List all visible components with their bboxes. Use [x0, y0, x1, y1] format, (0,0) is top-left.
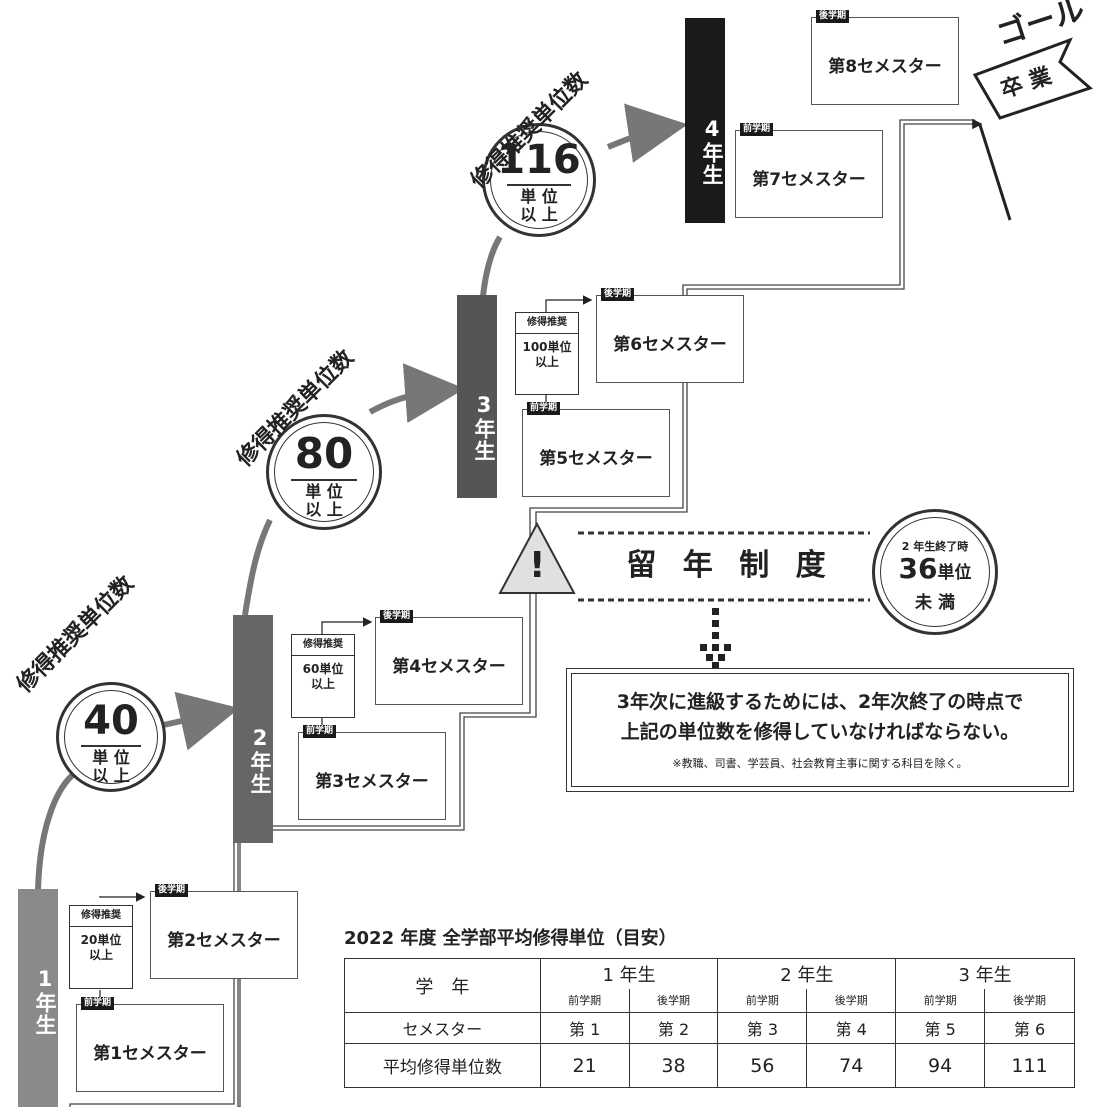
semester-8-box: 後学期 第8セメスター	[811, 10, 959, 105]
progress-path	[35, 767, 82, 891]
year-label-3: 3年生	[472, 393, 496, 462]
progress-path-2	[242, 518, 273, 616]
milestone-value-80: 80	[294, 429, 354, 478]
row-label-semester: セメスター	[344, 1012, 541, 1044]
semester-6-label: 第6セメスター	[613, 335, 727, 355]
milestone-value-116: 116	[497, 137, 581, 183]
milestone-ring-80: 80 単 位以 上	[266, 414, 382, 530]
recommend-value-100: 100単位 以上	[522, 340, 572, 369]
recommend-value-60: 60単位 以上	[302, 662, 344, 691]
header-grade: 学 年	[344, 958, 541, 1013]
recommend-box-20: 修得推奨 20単位 以上	[69, 905, 133, 989]
goal-flag-icon	[972, 37, 1093, 221]
average-credits-table: 学 年 1 年生 2 年生 3 年生 前学期 後学期 前学期 後学期 前学期 後…	[344, 958, 1075, 1088]
semester-cell: 第 1	[539, 1012, 630, 1044]
header-year-1: 1 年生	[539, 958, 719, 989]
header-term: 後学期	[984, 988, 1075, 1013]
staircase-outer	[69, 119, 975, 1107]
down-arrow-icon	[700, 608, 731, 669]
semester-cell: 第 2	[628, 1012, 719, 1044]
term-tag-second: 後学期	[816, 10, 850, 23]
semester-cell: 第 6	[984, 1012, 1075, 1044]
header-year-2: 2 年生	[717, 958, 897, 989]
progress-arrow-2	[368, 363, 465, 424]
recommend-value-20: 20単位 以上	[80, 933, 122, 962]
retention-note-box: 3年次に進級するためには、2年次終了の時点で 上記の単位数を修得していなければな…	[566, 668, 1074, 792]
recommend-box-100: 修得推奨 100単位 以上	[515, 312, 579, 395]
semester-3-label: 第3セメスター	[315, 772, 429, 792]
milestone-ring-40: 40 単 位以 上	[56, 682, 166, 792]
year-label-2: 2年生	[248, 725, 272, 795]
milestone-unit-80: 単 位以 上	[305, 482, 343, 519]
recommend-label: 修得推奨	[292, 635, 354, 656]
term-tag-first: 前学期	[81, 997, 115, 1010]
semester-2-label: 第2セメスター	[167, 931, 281, 951]
milestone-ring-116: 116 単 位以 上	[482, 123, 596, 237]
retention-note-line1: 3年次に進級するためには、2年次終了の時点で	[616, 691, 1024, 713]
semester-7-box: 前学期 第7セメスター	[735, 123, 883, 218]
recommend-box-60: 修得推奨 60単位 以上	[291, 634, 355, 718]
semester-7-label: 第7セメスター	[752, 170, 866, 190]
year-bar-3: 3年生	[457, 295, 497, 498]
average-cell: 56	[717, 1043, 808, 1088]
warning-mark: !	[529, 545, 546, 586]
recommend-label: 修得推奨	[516, 313, 578, 334]
milestone-value-40: 40	[83, 698, 139, 744]
average-cell: 21	[539, 1043, 630, 1088]
progress-arrow-3	[606, 103, 688, 163]
semester-5-box: 前学期 第5セメスター	[522, 402, 670, 497]
semester-cell: 第 3	[717, 1012, 808, 1044]
term-tag-second: 後学期	[155, 884, 189, 897]
header-term: 前学期	[717, 988, 808, 1013]
term-tag-first: 前学期	[303, 725, 337, 738]
semester-4-label: 第4セメスター	[392, 657, 506, 677]
year-bar-4: 4年生	[685, 18, 725, 223]
semester-8-label: 第8セメスター	[828, 57, 942, 77]
milestone-unit-116: 単 位以 上	[520, 187, 558, 224]
year-label-1: 1年生	[33, 966, 57, 1036]
retention-badge-top: 2 年生終了時	[901, 540, 969, 553]
header-term: 前学期	[895, 988, 986, 1013]
hazard-stripes	[578, 531, 870, 602]
year-bar-1: 1年生	[18, 889, 58, 1107]
semester-6-box: 後学期 第6セメスター	[596, 288, 744, 383]
recommend-label: 修得推奨	[70, 906, 132, 927]
retention-badge-unit: 単位	[937, 563, 972, 583]
retention-title: 留 年 制 度	[626, 548, 834, 583]
header-term: 後学期	[628, 988, 719, 1013]
milestone-unit-40: 単 位以 上	[92, 748, 130, 785]
term-tag-second: 後学期	[601, 288, 635, 301]
year-label-4: 4年生	[700, 117, 724, 186]
row-label-average: 平均修得単位数	[344, 1043, 541, 1088]
average-cell: 94	[895, 1043, 986, 1088]
term-tag-second: 後学期	[380, 610, 414, 623]
average-cell: 74	[806, 1043, 897, 1088]
retention-badge-bottom: 未 満	[915, 593, 955, 613]
semester-cell: 第 4	[806, 1012, 897, 1044]
year-bar-2: 2年生	[233, 615, 273, 843]
header-term: 後学期	[806, 988, 897, 1013]
term-tag-first: 前学期	[527, 402, 561, 415]
warning-triangle	[498, 521, 576, 594]
retention-badge-value: 36単位	[875, 552, 995, 585]
average-cell: 111	[984, 1043, 1075, 1088]
progress-path-3	[480, 235, 503, 297]
header-term: 前学期	[539, 988, 630, 1013]
retention-note-line2: 上記の単位数を修得していなければならない。	[620, 721, 1020, 743]
table-title: 2022 年度 全学部平均修得単位（目安）	[344, 928, 677, 949]
semester-1-box: 前学期 第1セメスター	[76, 997, 224, 1092]
semester-3-box: 前学期 第3セメスター	[298, 725, 446, 820]
average-cell: 38	[628, 1043, 719, 1088]
semester-2-box: 後学期 第2セメスター	[150, 884, 298, 979]
semester-1-label: 第1セメスター	[93, 1044, 207, 1064]
semester-cell: 第 5	[895, 1012, 986, 1044]
semester-5-label: 第5セメスター	[539, 449, 653, 469]
retention-note-footnote: ※教職、司書、学芸員、社会教育主事に関する科目を除く。	[672, 757, 968, 770]
retention-badge-number: 36	[898, 552, 938, 585]
retention-badge: 2 年生終了時 36単位 未 満	[872, 509, 998, 635]
header-year-3: 3 年生	[895, 958, 1075, 989]
semester-4-box: 後学期 第4セメスター	[375, 610, 523, 705]
term-tag-first: 前学期	[740, 123, 774, 136]
